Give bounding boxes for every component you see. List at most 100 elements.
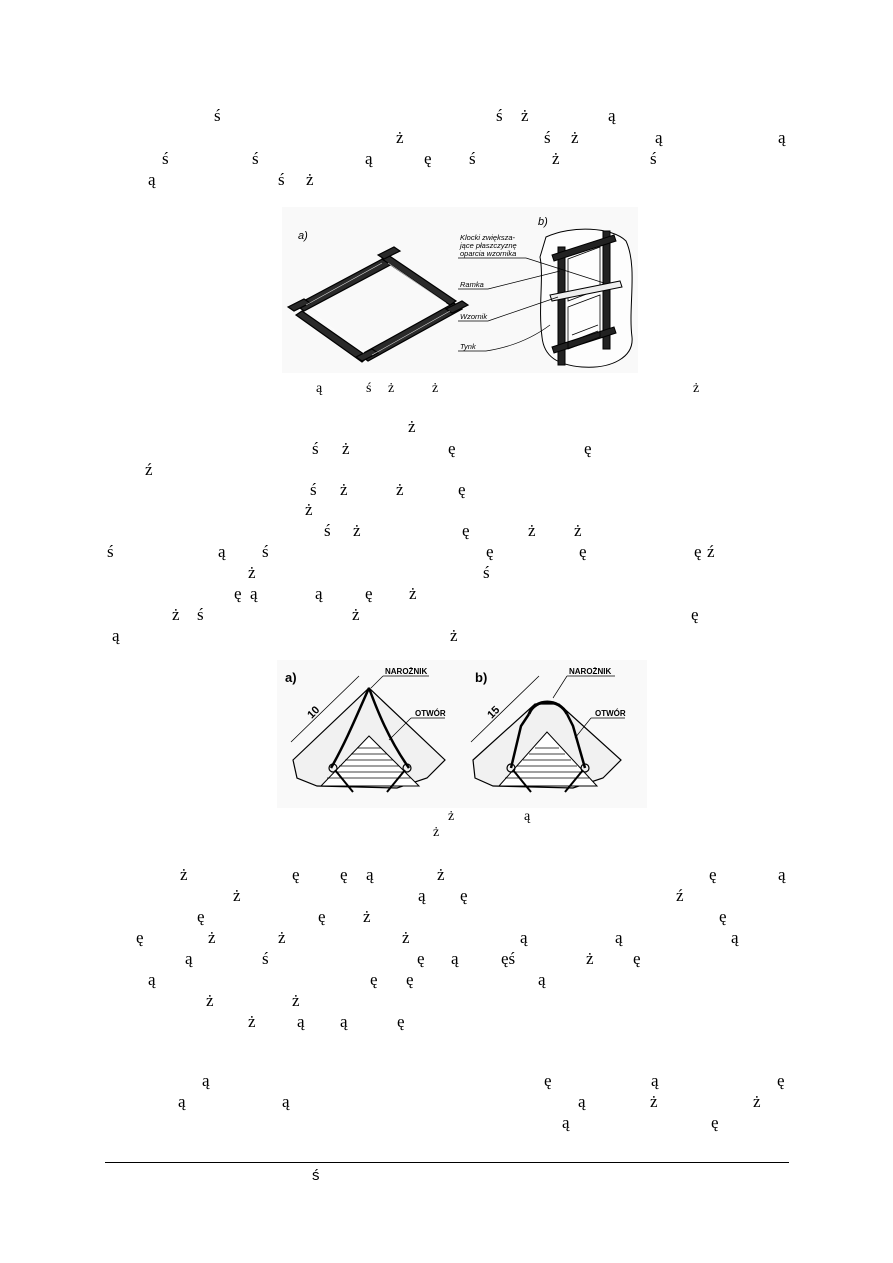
text-glyph: ą xyxy=(778,865,786,884)
text-glyph: ę xyxy=(318,907,326,926)
text-glyph: ą xyxy=(651,1071,659,1090)
text-glyph: ę xyxy=(234,584,242,603)
text-glyph: ż xyxy=(450,626,458,645)
figure-2-callout-opening-b: OTWÓR xyxy=(595,709,626,718)
text-glyph: ą xyxy=(148,170,156,189)
text-glyph: ż xyxy=(233,886,241,905)
figure-1-frame-template: a) b) xyxy=(282,207,638,373)
footnote-rule xyxy=(105,1162,789,1163)
text-glyph: ż xyxy=(292,991,300,1010)
text-glyph: ż xyxy=(208,928,216,947)
text-glyph: ą xyxy=(340,1012,348,1031)
text-glyph: ą xyxy=(315,584,323,603)
text-glyph: ś xyxy=(214,106,221,125)
text-glyph: ą xyxy=(731,928,739,947)
figure-1-callout-blocks-2: jące płaszczyznę xyxy=(459,241,517,250)
text-glyph: ż xyxy=(306,170,314,189)
figure-1-callout-blocks-3: oparcia wzornika xyxy=(460,249,516,258)
figure-1-label-a: a) xyxy=(298,230,308,242)
text-glyph: ę xyxy=(340,865,348,884)
text-glyph: ą xyxy=(366,865,374,884)
text-glyph: ę xyxy=(397,1012,405,1031)
text-glyph: ą xyxy=(250,584,258,603)
figure-2-drawing: a) b) 10 NAROŻNIK OTWÓR xyxy=(277,660,647,808)
text-glyph: ś xyxy=(544,128,551,147)
text-glyph: ę xyxy=(544,1071,552,1090)
text-glyph: ę xyxy=(486,542,494,561)
text-glyph: ś xyxy=(483,563,490,582)
text-glyph: ż xyxy=(388,381,395,396)
text-glyph: ż xyxy=(305,500,313,519)
text-glyph: ż xyxy=(342,439,350,458)
figure-2-label-b: b) xyxy=(475,670,487,685)
text-glyph: ż xyxy=(396,128,404,147)
text-glyph: ą xyxy=(608,106,616,125)
figure-2-callout-opening-a: OTWÓR xyxy=(415,709,446,718)
text-glyph: ż xyxy=(408,417,416,436)
text-glyph: ż xyxy=(571,128,579,147)
text-glyph: ż xyxy=(352,605,360,624)
text-glyph: ś xyxy=(366,381,372,396)
text-glyph: ż xyxy=(574,521,582,540)
text-glyph: ą xyxy=(655,128,663,147)
text-glyph: ę xyxy=(458,480,466,499)
text-glyph: ę xyxy=(197,907,205,926)
text-glyph: ś xyxy=(278,170,285,189)
text-glyph: ą xyxy=(778,128,786,147)
text-glyph: ś xyxy=(469,149,476,168)
text-glyph: ę xyxy=(424,149,432,168)
figure-1-callout-frame: Ramka xyxy=(460,280,484,289)
text-glyph: ą xyxy=(562,1113,570,1132)
text-glyph: ą xyxy=(578,1092,586,1111)
text-glyph: ż xyxy=(409,584,417,603)
text-glyph: ż xyxy=(402,928,410,947)
text-glyph: ą xyxy=(316,381,323,396)
figure-1-callout-plaster: Tynk xyxy=(460,342,477,351)
text-glyph: ż xyxy=(248,1012,256,1031)
figure-1-drawing: a) b) xyxy=(282,207,638,373)
text-glyph: ś xyxy=(310,480,317,499)
text-glyph: ę xyxy=(777,1071,785,1090)
figure-2-callout-corner-b: NAROŻNIK xyxy=(569,667,611,676)
text-glyph: ę xyxy=(579,542,587,561)
footnote-glyph: ś xyxy=(312,1167,320,1184)
text-glyph: ęś xyxy=(501,949,516,968)
text-glyph: ź xyxy=(676,886,684,905)
text-glyph: ś xyxy=(107,542,114,561)
figure-1-callout-template: Wzornik xyxy=(460,312,488,321)
figure-2-callout-corner-a: NAROŻNIK xyxy=(385,667,427,676)
text-glyph: ę xyxy=(691,605,699,624)
text-glyph: ż xyxy=(180,865,188,884)
text-glyph: ż xyxy=(521,106,529,125)
text-glyph: ś xyxy=(496,106,503,125)
text-glyph: ę xyxy=(292,865,300,884)
text-glyph: ą xyxy=(615,928,623,947)
text-glyph: ś xyxy=(312,439,319,458)
text-glyph: ą xyxy=(178,1092,186,1111)
text-glyph: ę xyxy=(417,949,425,968)
text-glyph: ą xyxy=(297,1012,305,1031)
text-glyph: ą xyxy=(148,970,156,989)
text-glyph: ą xyxy=(538,970,546,989)
text-glyph: ą xyxy=(418,886,426,905)
text-glyph: ź xyxy=(145,460,153,479)
text-glyph: ż xyxy=(552,149,560,168)
text-glyph: ę xyxy=(584,439,592,458)
text-glyph: ę xyxy=(719,907,727,926)
text-glyph: ę xyxy=(694,542,702,561)
figure-2-label-a: a) xyxy=(285,670,297,685)
text-glyph: ą xyxy=(185,949,193,968)
text-glyph: ę xyxy=(460,886,468,905)
text-glyph: ą xyxy=(365,149,373,168)
text-glyph: ą xyxy=(282,1092,290,1111)
text-glyph: ż xyxy=(528,521,536,540)
text-glyph: ę xyxy=(406,970,414,989)
text-glyph: ż xyxy=(433,825,440,840)
text-glyph: ż xyxy=(693,381,700,396)
figure-1-label-b: b) xyxy=(538,216,548,228)
text-glyph: ś xyxy=(162,149,169,168)
text-glyph: ś xyxy=(252,149,259,168)
text-glyph: ś xyxy=(197,605,204,624)
text-glyph: ą xyxy=(524,809,531,824)
